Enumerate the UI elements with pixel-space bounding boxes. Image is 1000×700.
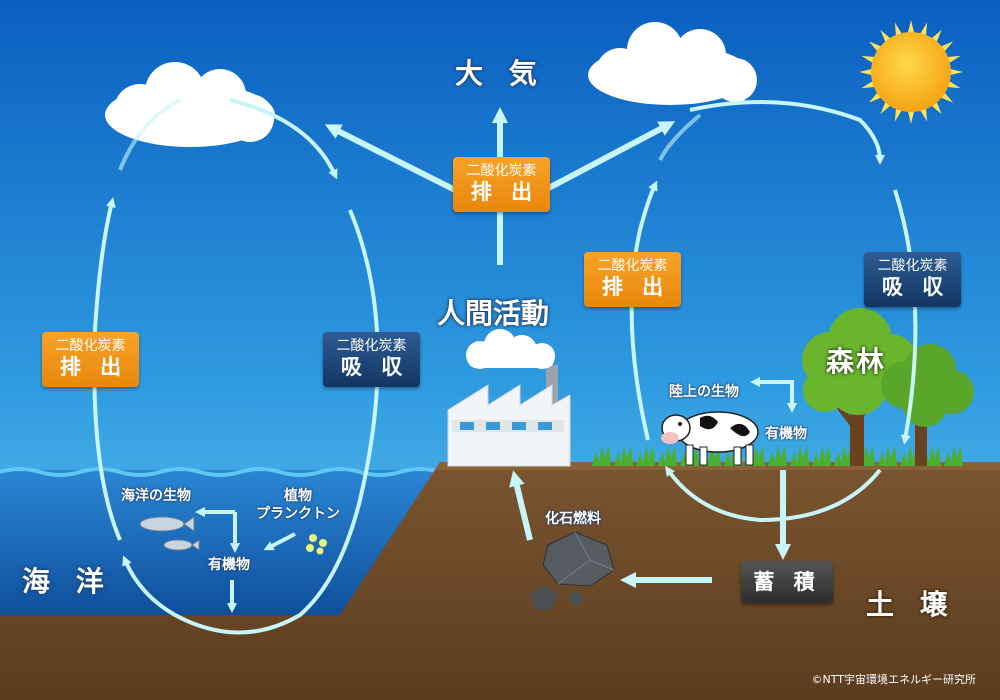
plankton-icon xyxy=(306,534,327,555)
badge-co2-text: 二酸化炭素 xyxy=(597,258,668,274)
storage-box: 蓄 積 xyxy=(741,561,833,603)
arrow-human-left xyxy=(324,124,457,193)
badge-co2-text: 二酸化炭素 xyxy=(466,163,537,179)
cow-icon xyxy=(661,411,759,466)
arrow-land-bottom xyxy=(665,465,882,523)
label-plankton-line1: 植物 xyxy=(284,488,312,504)
arrow-fossil-to-human xyxy=(509,470,533,541)
badge-absorb-text: 吸 収 xyxy=(881,275,950,299)
label-human-activity: 人間活動 xyxy=(437,297,550,330)
arrow-ocean-topleft xyxy=(118,98,181,171)
arrow-land-absorb xyxy=(893,189,918,445)
label-plankton-line2: プランクトン xyxy=(256,506,340,522)
fossil-fuel-rocks-icon xyxy=(530,531,615,610)
badge-emit-text: 排 出 xyxy=(59,355,128,379)
badge-emit-land: 二酸化炭素 排 出 xyxy=(584,252,681,307)
fish-icon xyxy=(139,516,200,551)
badge-absorb-ocean: 二酸化炭素 吸 収 xyxy=(323,332,420,387)
label-atmosphere: 大 気 xyxy=(455,57,545,90)
factory-icon xyxy=(447,329,571,467)
arrow-ocean-top xyxy=(229,98,338,180)
arrow-human-right xyxy=(543,121,676,193)
badge-emit-human: 二酸化炭素 排 出 xyxy=(453,157,550,212)
badge-co2-text: 二酸化炭素 xyxy=(336,338,407,354)
sun-icon xyxy=(859,20,963,124)
label-fossil-fuel: 化石燃料 xyxy=(545,511,601,527)
label-land-life: 陸上の生物 xyxy=(669,384,739,400)
label-organic-ocean: 有機物 xyxy=(208,557,250,573)
badge-co2-text: 二酸化炭素 xyxy=(55,338,126,354)
cloud-right xyxy=(588,22,757,105)
badge-emit-text: 排 出 xyxy=(470,180,539,204)
arrow-plankton xyxy=(263,532,296,551)
label-organic-land: 有機物 xyxy=(765,426,807,442)
label-plankton: 植物 プランクトン xyxy=(248,487,348,523)
arrow-land-top xyxy=(689,100,885,165)
label-forest: 森林 xyxy=(826,345,887,378)
badge-absorb-land: 二酸化炭素 吸 収 xyxy=(864,252,961,307)
badge-emit-ocean: 二酸化炭素 排 出 xyxy=(42,332,139,387)
grass xyxy=(592,446,963,466)
label-soil: 土 壌 xyxy=(866,588,956,621)
badge-emit-text: 排 出 xyxy=(601,275,670,299)
label-ocean: 海 洋 xyxy=(22,565,112,598)
copyright-text: ©NTT宇宙環境エネルギー研究所 xyxy=(811,673,976,686)
soil-ground xyxy=(0,462,1000,700)
label-marine-life: 海洋の生物 xyxy=(121,488,191,504)
forest-trees xyxy=(802,308,974,466)
ocean-water xyxy=(0,470,460,615)
badge-co2-text: 二酸化炭素 xyxy=(877,258,948,274)
badge-absorb-text: 吸 収 xyxy=(340,355,409,379)
